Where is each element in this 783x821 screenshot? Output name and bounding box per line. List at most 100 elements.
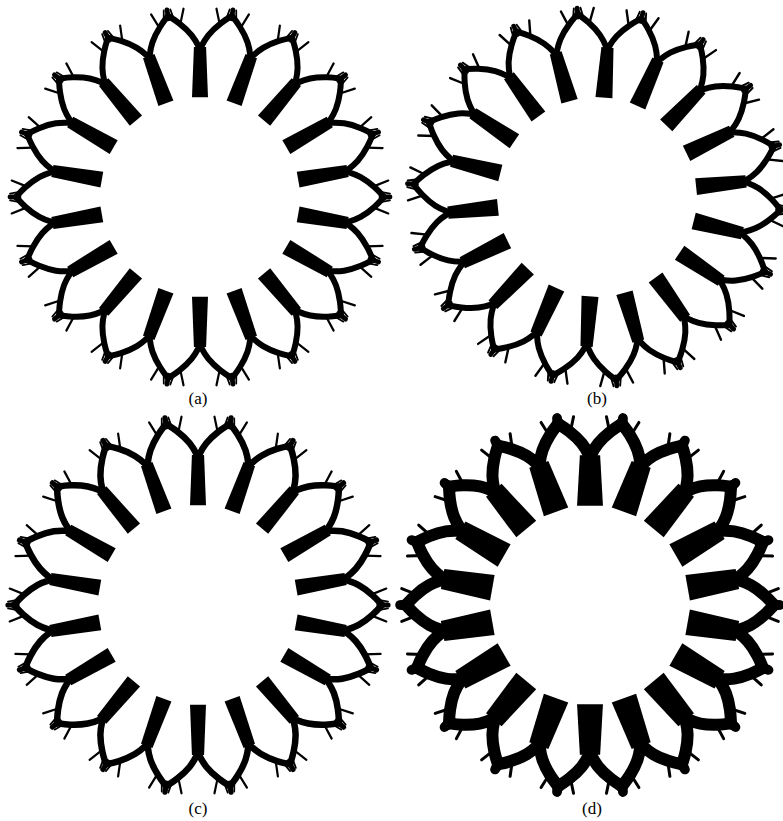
twig [372, 589, 387, 595]
branch [587, 345, 617, 380]
branch [641, 744, 682, 764]
stem [683, 126, 735, 161]
twig [473, 54, 479, 68]
twig [703, 41, 706, 48]
branch [622, 424, 641, 466]
branch [290, 446, 296, 492]
branch [730, 89, 746, 132]
stem [225, 462, 255, 514]
twig [600, 371, 604, 386]
twig [778, 213, 783, 216]
twig [510, 434, 512, 450]
twig [342, 77, 347, 83]
twig [235, 375, 237, 383]
branch [57, 485, 103, 491]
twig [373, 135, 380, 139]
twig [757, 652, 773, 656]
twig [750, 674, 762, 684]
branch [638, 339, 678, 362]
stem [227, 288, 257, 340]
twig [66, 63, 73, 77]
twig [285, 765, 290, 771]
branch [326, 679, 339, 723]
twig [649, 18, 658, 31]
twig [43, 497, 58, 502]
ring-pattern [8, 417, 388, 794]
branch [344, 631, 371, 668]
branch [292, 310, 298, 356]
twig [456, 471, 463, 485]
rim-joint [575, 8, 581, 17]
branch [657, 44, 700, 61]
twig [625, 418, 627, 426]
twig [276, 761, 278, 777]
branch [492, 446, 498, 492]
branch [230, 424, 249, 466]
twig [233, 783, 235, 791]
branch [448, 303, 494, 308]
stem [51, 165, 103, 188]
stem [190, 455, 206, 505]
branch [27, 123, 72, 134]
twig [435, 290, 450, 294]
branch [295, 77, 341, 83]
branch [556, 14, 578, 55]
twig [686, 750, 698, 760]
twig [276, 434, 278, 450]
twig [773, 148, 780, 152]
twig [505, 347, 508, 362]
twig [435, 497, 450, 502]
twig [553, 783, 555, 791]
twig [241, 366, 249, 379]
twig [106, 439, 111, 445]
branch [429, 122, 453, 161]
twig [541, 774, 549, 787]
branch [718, 487, 731, 531]
panel-label: (c) [189, 800, 208, 817]
twig [326, 317, 333, 331]
twig [606, 417, 609, 432]
branch [102, 38, 108, 84]
twig [380, 600, 388, 601]
stem [51, 206, 103, 229]
twig [108, 31, 113, 37]
twig [180, 9, 183, 24]
twig [233, 418, 235, 426]
twig [29, 266, 41, 276]
branch [149, 336, 168, 378]
stem [595, 47, 613, 98]
branch [516, 32, 556, 55]
twig [425, 117, 433, 119]
branch [490, 303, 494, 349]
twig [10, 589, 25, 595]
twig [15, 554, 31, 557]
twig [8, 600, 16, 601]
stem [695, 175, 746, 195]
branch [290, 718, 296, 764]
twig [21, 537, 29, 538]
twig [456, 725, 463, 739]
twig [295, 34, 298, 42]
twig [606, 778, 609, 793]
twig [118, 434, 120, 450]
twig [589, 8, 593, 23]
branch [448, 262, 464, 305]
branch [607, 18, 641, 49]
ring-pattern [400, 417, 780, 794]
twig [120, 353, 122, 369]
branch [616, 339, 638, 380]
stem [441, 569, 495, 601]
panel-label: (a) [189, 390, 208, 407]
stem [141, 696, 171, 748]
branch [328, 79, 341, 123]
branch [100, 718, 106, 764]
twig [64, 471, 71, 485]
twig [672, 363, 677, 370]
twig [442, 718, 447, 724]
twig [43, 708, 58, 713]
twig [10, 616, 25, 622]
twig [326, 63, 333, 77]
twig [730, 708, 745, 713]
twig [23, 264, 31, 265]
